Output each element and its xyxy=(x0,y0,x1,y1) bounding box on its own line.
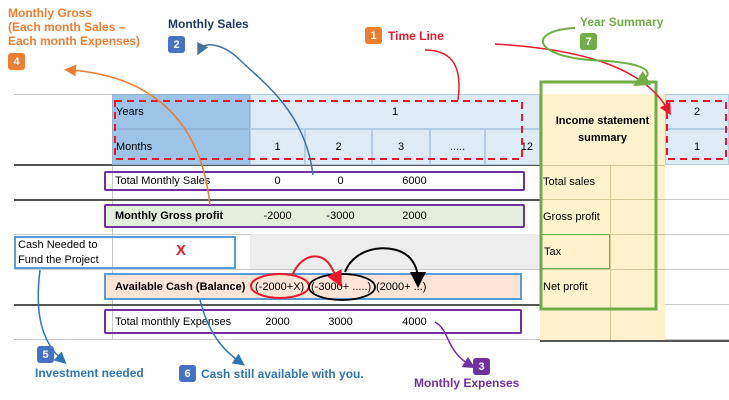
expenses-row-highlight xyxy=(104,309,522,334)
cash-needed-label[interactable]: Cash Needed to Fund the Project xyxy=(18,238,99,268)
sales-value-cell[interactable]: 0 xyxy=(318,171,363,191)
expenses-value: 3000 xyxy=(328,315,353,328)
summary-row-label: Tax xyxy=(544,245,562,258)
expenses-label: Total monthly Expenses xyxy=(115,315,232,328)
month-value: 3 xyxy=(397,141,405,153)
expenses-label-cell[interactable]: Total monthly Expenses xyxy=(115,309,255,334)
sales-label-cell[interactable]: Total Monthly Sales xyxy=(115,171,255,191)
gross-row-highlight xyxy=(104,204,525,228)
cash-available-label: Cash still available with you. xyxy=(201,367,364,381)
years-label: Years xyxy=(116,105,144,118)
month-value: ..... xyxy=(449,141,466,153)
cash-value: (2000+ ...) xyxy=(376,280,427,293)
year-summary-label: Year Summary xyxy=(580,15,664,29)
timeline-arrow xyxy=(424,49,460,101)
summary-row[interactable]: Net profit xyxy=(543,269,610,304)
gross-value: -2000 xyxy=(263,210,292,222)
investment-badge: 5 xyxy=(37,346,54,363)
cash-value: (-2000+X) xyxy=(255,280,305,293)
months-label-cell[interactable]: Months xyxy=(112,129,250,165)
year-2-value: 2 xyxy=(693,105,701,118)
divider xyxy=(14,304,540,306)
gross-value: 2000 xyxy=(402,210,427,222)
summary-row-label: Gross profit xyxy=(543,210,600,223)
month-cell[interactable]: ..... xyxy=(430,129,485,165)
expenses-value: 2000 xyxy=(265,315,290,328)
gross-label-cell[interactable]: Monthly Gross profit xyxy=(115,204,255,228)
sales-label: Total Monthly Sales xyxy=(115,175,211,187)
cash-available-badge: 6 xyxy=(179,365,196,382)
month-cell[interactable]: 3 xyxy=(372,129,430,165)
year-summary-badge: 7 xyxy=(580,33,597,50)
expenses-value-cell[interactable]: 4000 xyxy=(392,309,437,334)
month-cell[interactable]: 1 xyxy=(250,129,305,165)
cash-needed-line: Fund the Project xyxy=(18,254,99,266)
cash-needed-line: Cash Needed to xyxy=(18,239,98,251)
year-2-cell[interactable]: 2 xyxy=(665,94,729,129)
monthly-gross-line: Each month Expenses) xyxy=(8,34,141,48)
expenses-badge: 3 xyxy=(473,358,490,375)
gridline xyxy=(610,165,611,340)
timeline-label: Time Line xyxy=(388,29,444,43)
cash-needed-box xyxy=(14,236,236,269)
next-month-value: 1 xyxy=(693,141,701,153)
investment-label: Investment needed xyxy=(35,366,144,380)
cash-needed-value[interactable]: X xyxy=(176,242,187,259)
expenses-value-cell[interactable]: 2000 xyxy=(255,309,300,334)
gross-label: Monthly Gross profit xyxy=(115,210,224,222)
cash-value-cell[interactable]: (-3000+ .....) xyxy=(311,273,375,300)
monthly-gross-badge: 4 xyxy=(8,53,25,70)
gross-value-cell[interactable]: -2000 xyxy=(255,204,300,228)
month-value: 12 xyxy=(520,141,533,153)
gross-value-cell[interactable]: -3000 xyxy=(318,204,363,228)
sales-value-cell[interactable]: 6000 xyxy=(392,171,437,191)
month-cell[interactable]: 12 xyxy=(485,129,540,165)
sales-value: 0 xyxy=(274,175,281,187)
timeline-badge: 1 xyxy=(365,27,382,44)
summary-row[interactable]: Gross profit xyxy=(543,199,610,234)
cash-value-cell[interactable]: (2000+ ...) xyxy=(376,273,440,300)
monthly-gross-line: (Each month Sales – xyxy=(8,20,126,34)
summary-row-label: Net profit xyxy=(543,280,588,293)
month-value: 2 xyxy=(335,141,342,153)
cash-label-cell[interactable]: Available Cash (Balance) xyxy=(115,273,255,300)
expenses-annotation-label: Monthly Expenses xyxy=(414,376,520,390)
months-label: Months xyxy=(116,141,153,153)
sales-value-cell[interactable]: 0 xyxy=(255,171,300,191)
year-1-cell[interactable]: 1 xyxy=(250,94,540,129)
sales-value: 6000 xyxy=(402,175,427,187)
month-cell[interactable]: 2 xyxy=(305,129,372,165)
expenses-value-cell[interactable]: 3000 xyxy=(318,309,363,334)
cash-label: Available Cash (Balance) xyxy=(115,280,246,293)
gross-value: -3000 xyxy=(326,210,355,222)
divider xyxy=(14,199,540,201)
summary-row[interactable]: Total sales xyxy=(543,165,610,199)
summary-title: Income statement summary xyxy=(540,94,665,165)
expenses-value: 4000 xyxy=(402,315,427,328)
empty-region xyxy=(250,234,540,269)
divider xyxy=(540,340,729,342)
cash-value: (-3000+ .....) xyxy=(311,280,372,293)
monthly-gross-line: Monthly Gross xyxy=(8,6,93,20)
sales-value: 0 xyxy=(337,175,344,187)
summary-row-selected[interactable]: Tax xyxy=(541,234,610,269)
years-label-cell[interactable]: Years xyxy=(112,94,250,129)
gridline xyxy=(14,339,729,340)
next-month-cell[interactable]: 1 xyxy=(665,129,729,165)
monthly-gross-annotation: Monthly Gross (Each month Sales – Each m… xyxy=(8,6,140,48)
monthly-sales-badge: 2 xyxy=(168,36,185,53)
summary-title-text: Income statement summary xyxy=(555,114,650,144)
summary-row-label: Total sales xyxy=(543,176,595,188)
gross-value-cell[interactable]: 2000 xyxy=(392,204,437,228)
month-value: 1 xyxy=(274,141,281,153)
monthly-sales-label: Monthly Sales xyxy=(168,17,249,31)
cash-value-cell[interactable]: (-2000+X) xyxy=(255,273,310,300)
year-1-value: 1 xyxy=(391,105,399,118)
